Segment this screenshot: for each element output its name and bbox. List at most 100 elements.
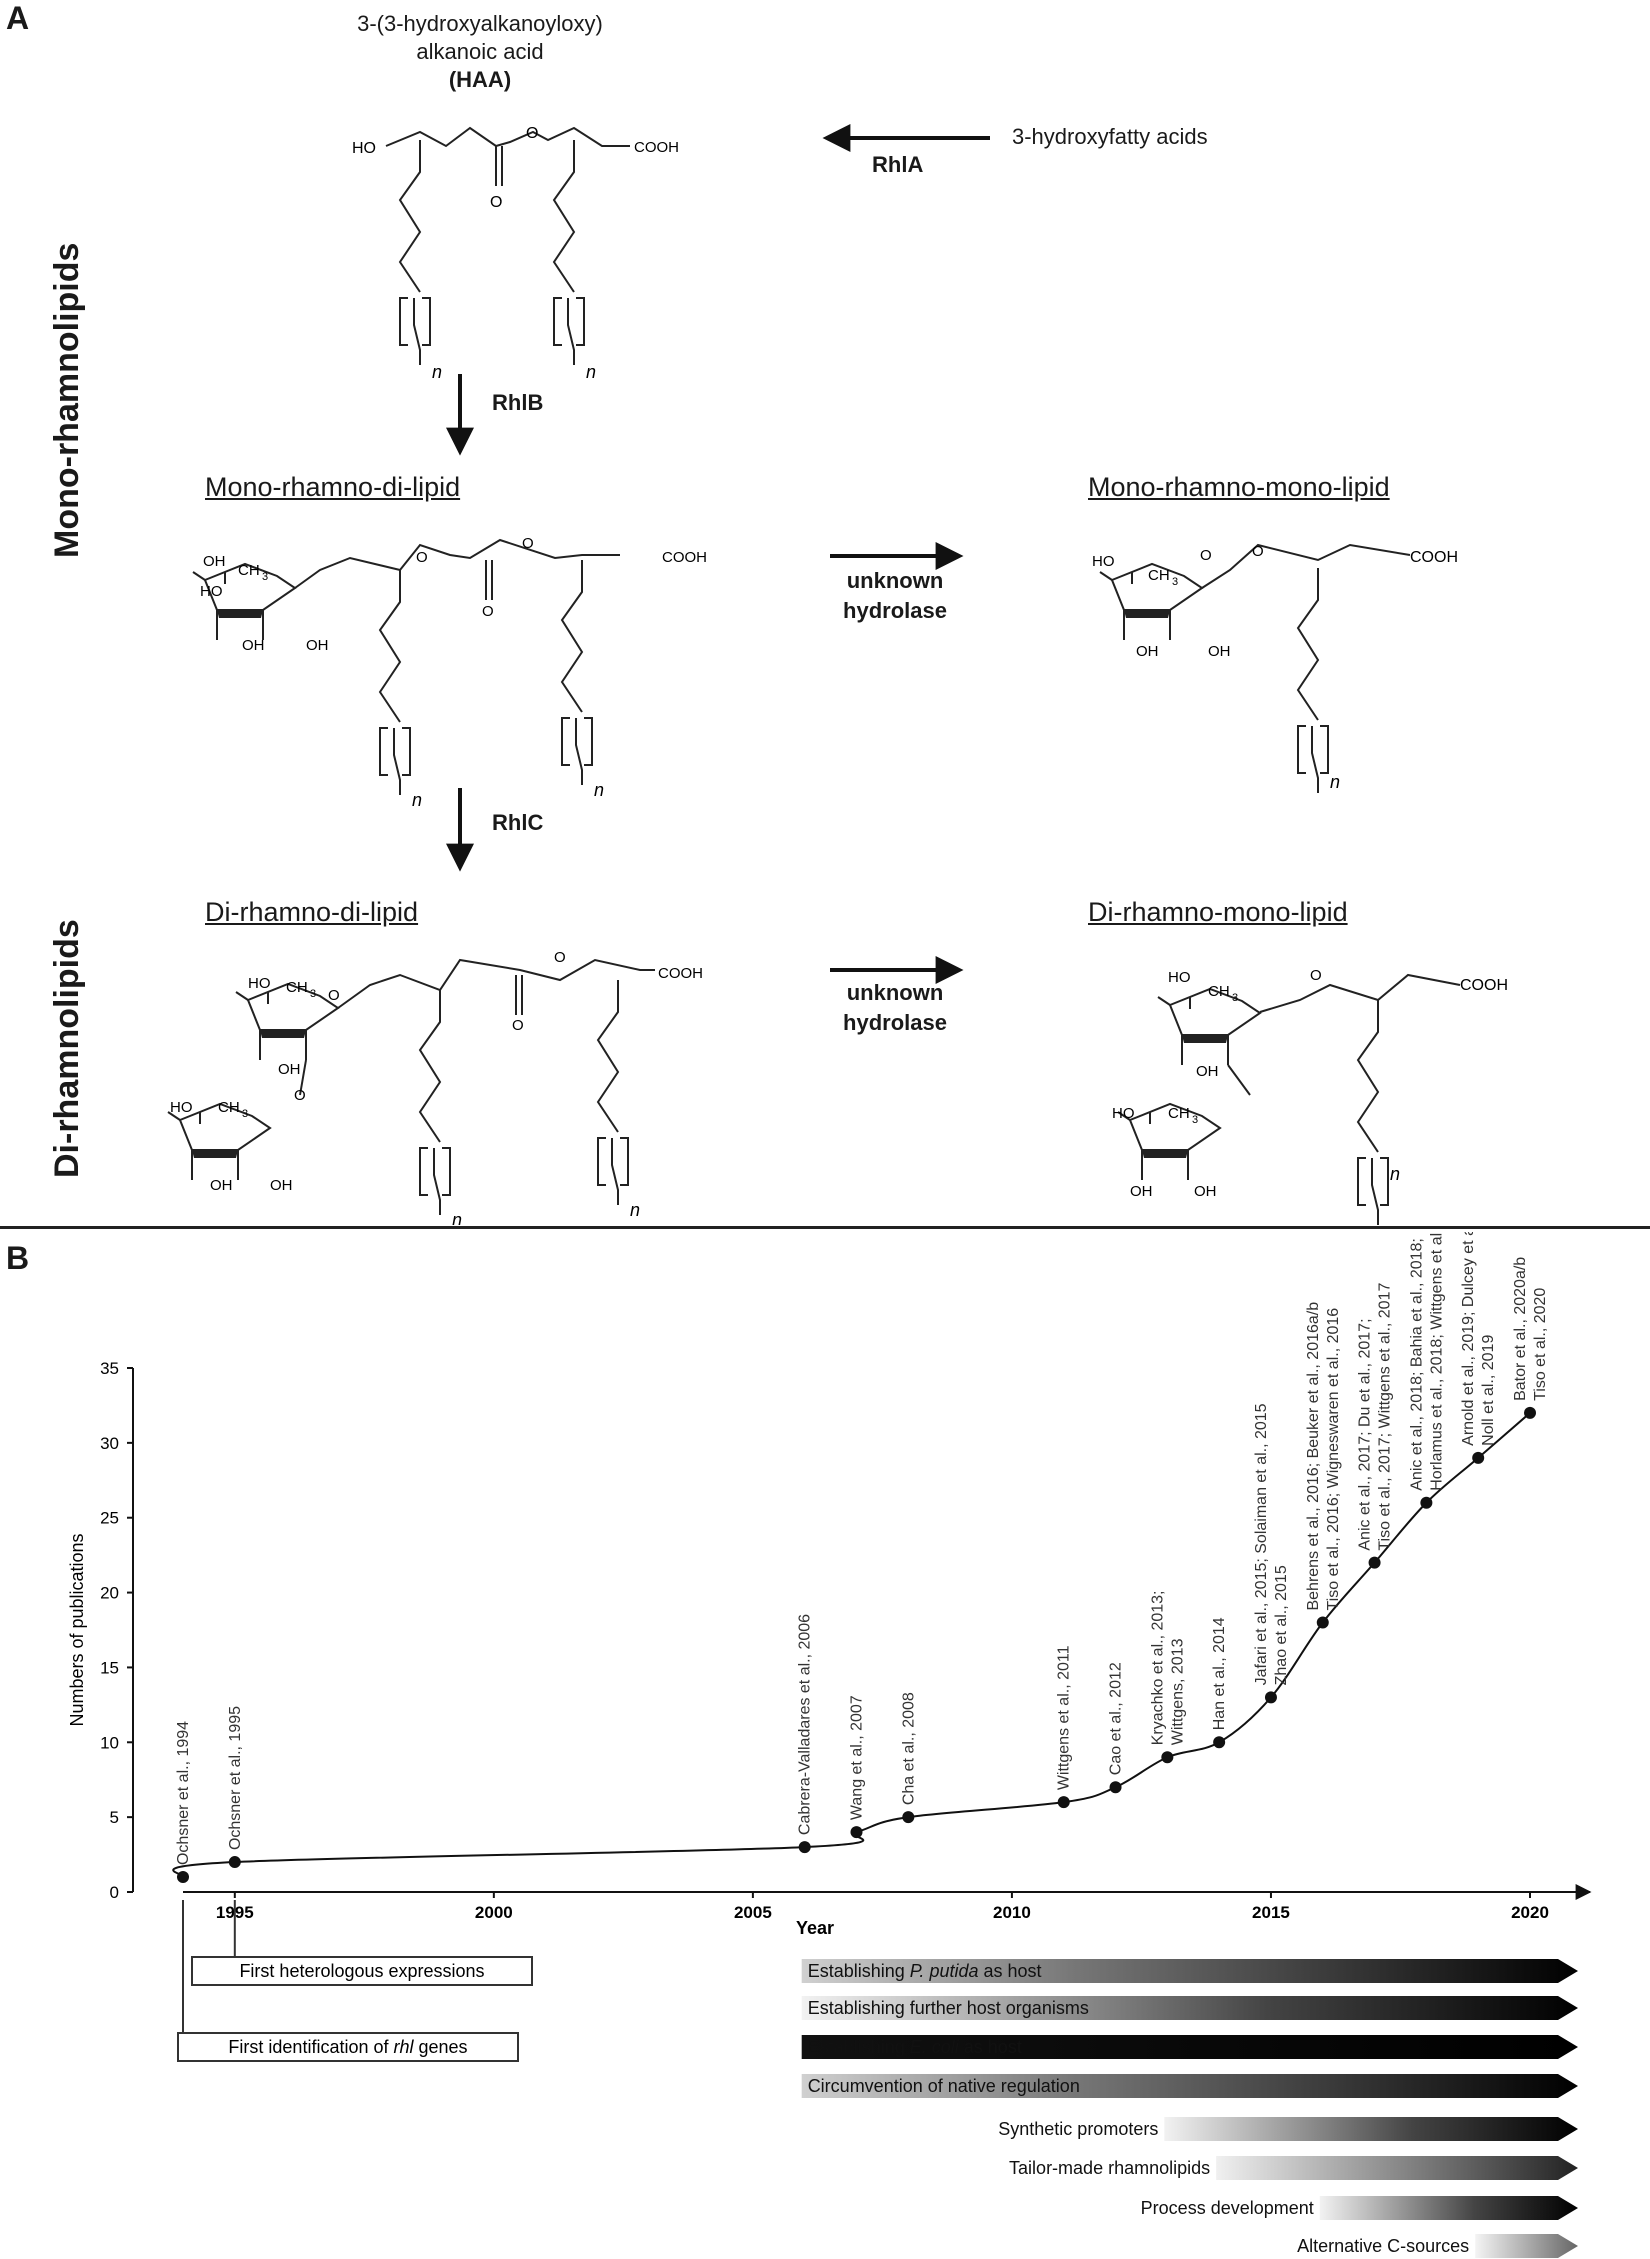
- development-label-part: Alternative C-sources: [1297, 2236, 1469, 2256]
- annotation-label: Arnold et al., 2019; Dulcey et al., 2019…: [1460, 1232, 1477, 1446]
- hydrolase-word-2: hydrolase: [843, 598, 947, 623]
- development-bar: [801, 1996, 1578, 2020]
- data-point: [1368, 1556, 1381, 1569]
- development-bar: [1319, 2196, 1578, 2220]
- svg-text:3: 3: [1172, 576, 1178, 588]
- development-label-part: as host: [978, 1961, 1041, 1981]
- svg-text:OH: OH: [278, 1061, 301, 1078]
- data-point: [177, 1871, 189, 1884]
- svg-text:O: O: [1310, 967, 1322, 984]
- svg-text:OH: OH: [306, 637, 329, 654]
- data-point: [1161, 1751, 1174, 1764]
- development-label: Establishing P. putida as host: [808, 1961, 1042, 1981]
- panel-b-label: B: [6, 1240, 30, 1276]
- svg-text:O: O: [512, 1017, 524, 1034]
- svg-text:O: O: [416, 549, 428, 566]
- substrate-label: 3-hydroxyfatty acids: [1012, 124, 1208, 149]
- annotation-label: Han et al., 2014: [1211, 1617, 1228, 1730]
- development-label: Process development: [1141, 2198, 1314, 2218]
- y-tick-label: 10: [100, 1733, 119, 1752]
- data-point: [1316, 1616, 1329, 1629]
- annotation-label: Cao et al., 2012: [1108, 1662, 1125, 1775]
- annotation-label: Tiso et al., 2017; Wittgens et al., 2017: [1377, 1283, 1394, 1551]
- mono-rhamno-di-lipid-structure: [192, 538, 620, 796]
- development-label: Alternative C-sources: [1297, 2236, 1469, 2256]
- svg-text:HO: HO: [1092, 553, 1115, 570]
- svg-text:HO: HO: [200, 583, 223, 600]
- development-label: Establishing E. coli as host: [808, 2037, 1022, 2057]
- y-tick-label: 30: [100, 1434, 119, 1453]
- svg-text:O: O: [482, 603, 494, 620]
- haa-title: 3-(3-hydroxyalkanoyloxy) alkanoic acid (…: [330, 10, 630, 94]
- mono-rhamno-di-lipid-title: Mono-rhamno-di-lipid: [205, 472, 461, 502]
- svg-text:O: O: [1252, 543, 1264, 560]
- svg-text:CH: CH: [1148, 567, 1170, 584]
- svg-text:COOH: COOH: [1460, 977, 1508, 994]
- data-point: [1264, 1691, 1277, 1704]
- annotation-label: Behrens et al., 2016; Beuker et al., 201…: [1305, 1302, 1322, 1611]
- svg-text:O: O: [1200, 547, 1212, 564]
- svg-text:n: n: [630, 1200, 640, 1220]
- development-label-part: Process development: [1141, 2198, 1314, 2218]
- di-rhamno-di-lipid-structure: [167, 958, 655, 1216]
- annotation-label: Cha et al., 2008: [900, 1692, 917, 1805]
- rhla-label: RhlA: [872, 152, 924, 177]
- hydrolase-word-1: unknown: [846, 568, 944, 593]
- y-tick-label: 35: [100, 1359, 119, 1378]
- x-axis-label: Year: [796, 1918, 834, 1938]
- development-label-part: E. coli: [910, 2037, 960, 2057]
- di-rhamno-mono-lipid-structure: [1117, 973, 1461, 1225]
- x-tick-label: 2005: [734, 1903, 772, 1922]
- svg-text:OH: OH: [242, 637, 265, 654]
- svg-text:O: O: [294, 1087, 306, 1104]
- y-tick-label: 20: [100, 1584, 119, 1603]
- svg-text:3: 3: [310, 988, 316, 1000]
- svg-text:3: 3: [1192, 1114, 1198, 1126]
- svg-text:OH: OH: [1196, 1063, 1219, 1080]
- data-point: [902, 1811, 915, 1824]
- development-label: Circumvention of native regulation: [808, 2076, 1080, 2096]
- svg-text:CH: CH: [1168, 1105, 1190, 1122]
- data-point: [1057, 1796, 1070, 1809]
- annotation-label: Horlamus et al., 2018; Wittgens et al., …: [1428, 1232, 1445, 1491]
- svg-text:O: O: [328, 987, 340, 1004]
- annotation-label: Wittgens et al., 2011: [1056, 1645, 1073, 1790]
- hydrolase-label-di: unknown hydrolase: [830, 978, 960, 1038]
- x-tick-label: 2000: [475, 1903, 513, 1922]
- svg-text:n: n: [1330, 772, 1340, 792]
- development-label-part: Establishing further host organisms: [808, 1998, 1089, 2018]
- haa-structure: [385, 126, 630, 366]
- development-label-part: Establishing: [808, 1961, 910, 1981]
- svg-text:CH: CH: [218, 1099, 240, 1116]
- data-point: [1213, 1736, 1226, 1749]
- milestone-heterologous-label-part: First heterologous expressions: [239, 1961, 484, 1981]
- svg-text:OH: OH: [1194, 1183, 1217, 1200]
- annotation-label: Zhao et al., 2015: [1273, 1565, 1290, 1685]
- svg-text:HO: HO: [1168, 969, 1191, 986]
- annotation-label: Tiso et al., 2020: [1532, 1288, 1549, 1401]
- hydrolase-label-mono: unknown hydrolase: [830, 566, 960, 626]
- development-label: Synthetic promoters: [998, 2119, 1158, 2139]
- y-tick-label: 25: [100, 1509, 119, 1528]
- atom-ho: HO: [352, 140, 376, 157]
- publications-line: [172, 1412, 1531, 1878]
- data-point: [798, 1841, 811, 1854]
- mono-rhamno-mono-lipid-structure: [1099, 543, 1411, 794]
- svg-text:O: O: [554, 949, 566, 966]
- hydrolase-word-2b: hydrolase: [843, 1010, 947, 1035]
- annotation-label: Kryachko et al., 2013;: [1149, 1590, 1166, 1745]
- haa-name-line1: 3-(3-hydroxyalkanoyloxy): [357, 11, 603, 36]
- rhlc-label: RhlC: [492, 810, 544, 835]
- atom-n-2: n: [586, 362, 596, 382]
- data-point: [228, 1856, 241, 1869]
- milestone-rhl-genes-label-part: First identification of: [228, 2037, 393, 2057]
- x-tick-label: 2020: [1511, 1903, 1549, 1922]
- svg-text:OH: OH: [210, 1177, 233, 1194]
- development-label: Establishing further host organisms: [808, 1998, 1089, 2018]
- milestone-rhl-genes-box: [177, 2032, 519, 2062]
- svg-text:HO: HO: [1112, 1105, 1135, 1122]
- annotation-label: Cabrera-Valladares et al., 2006: [797, 1614, 814, 1835]
- atom-n-1: n: [432, 362, 442, 382]
